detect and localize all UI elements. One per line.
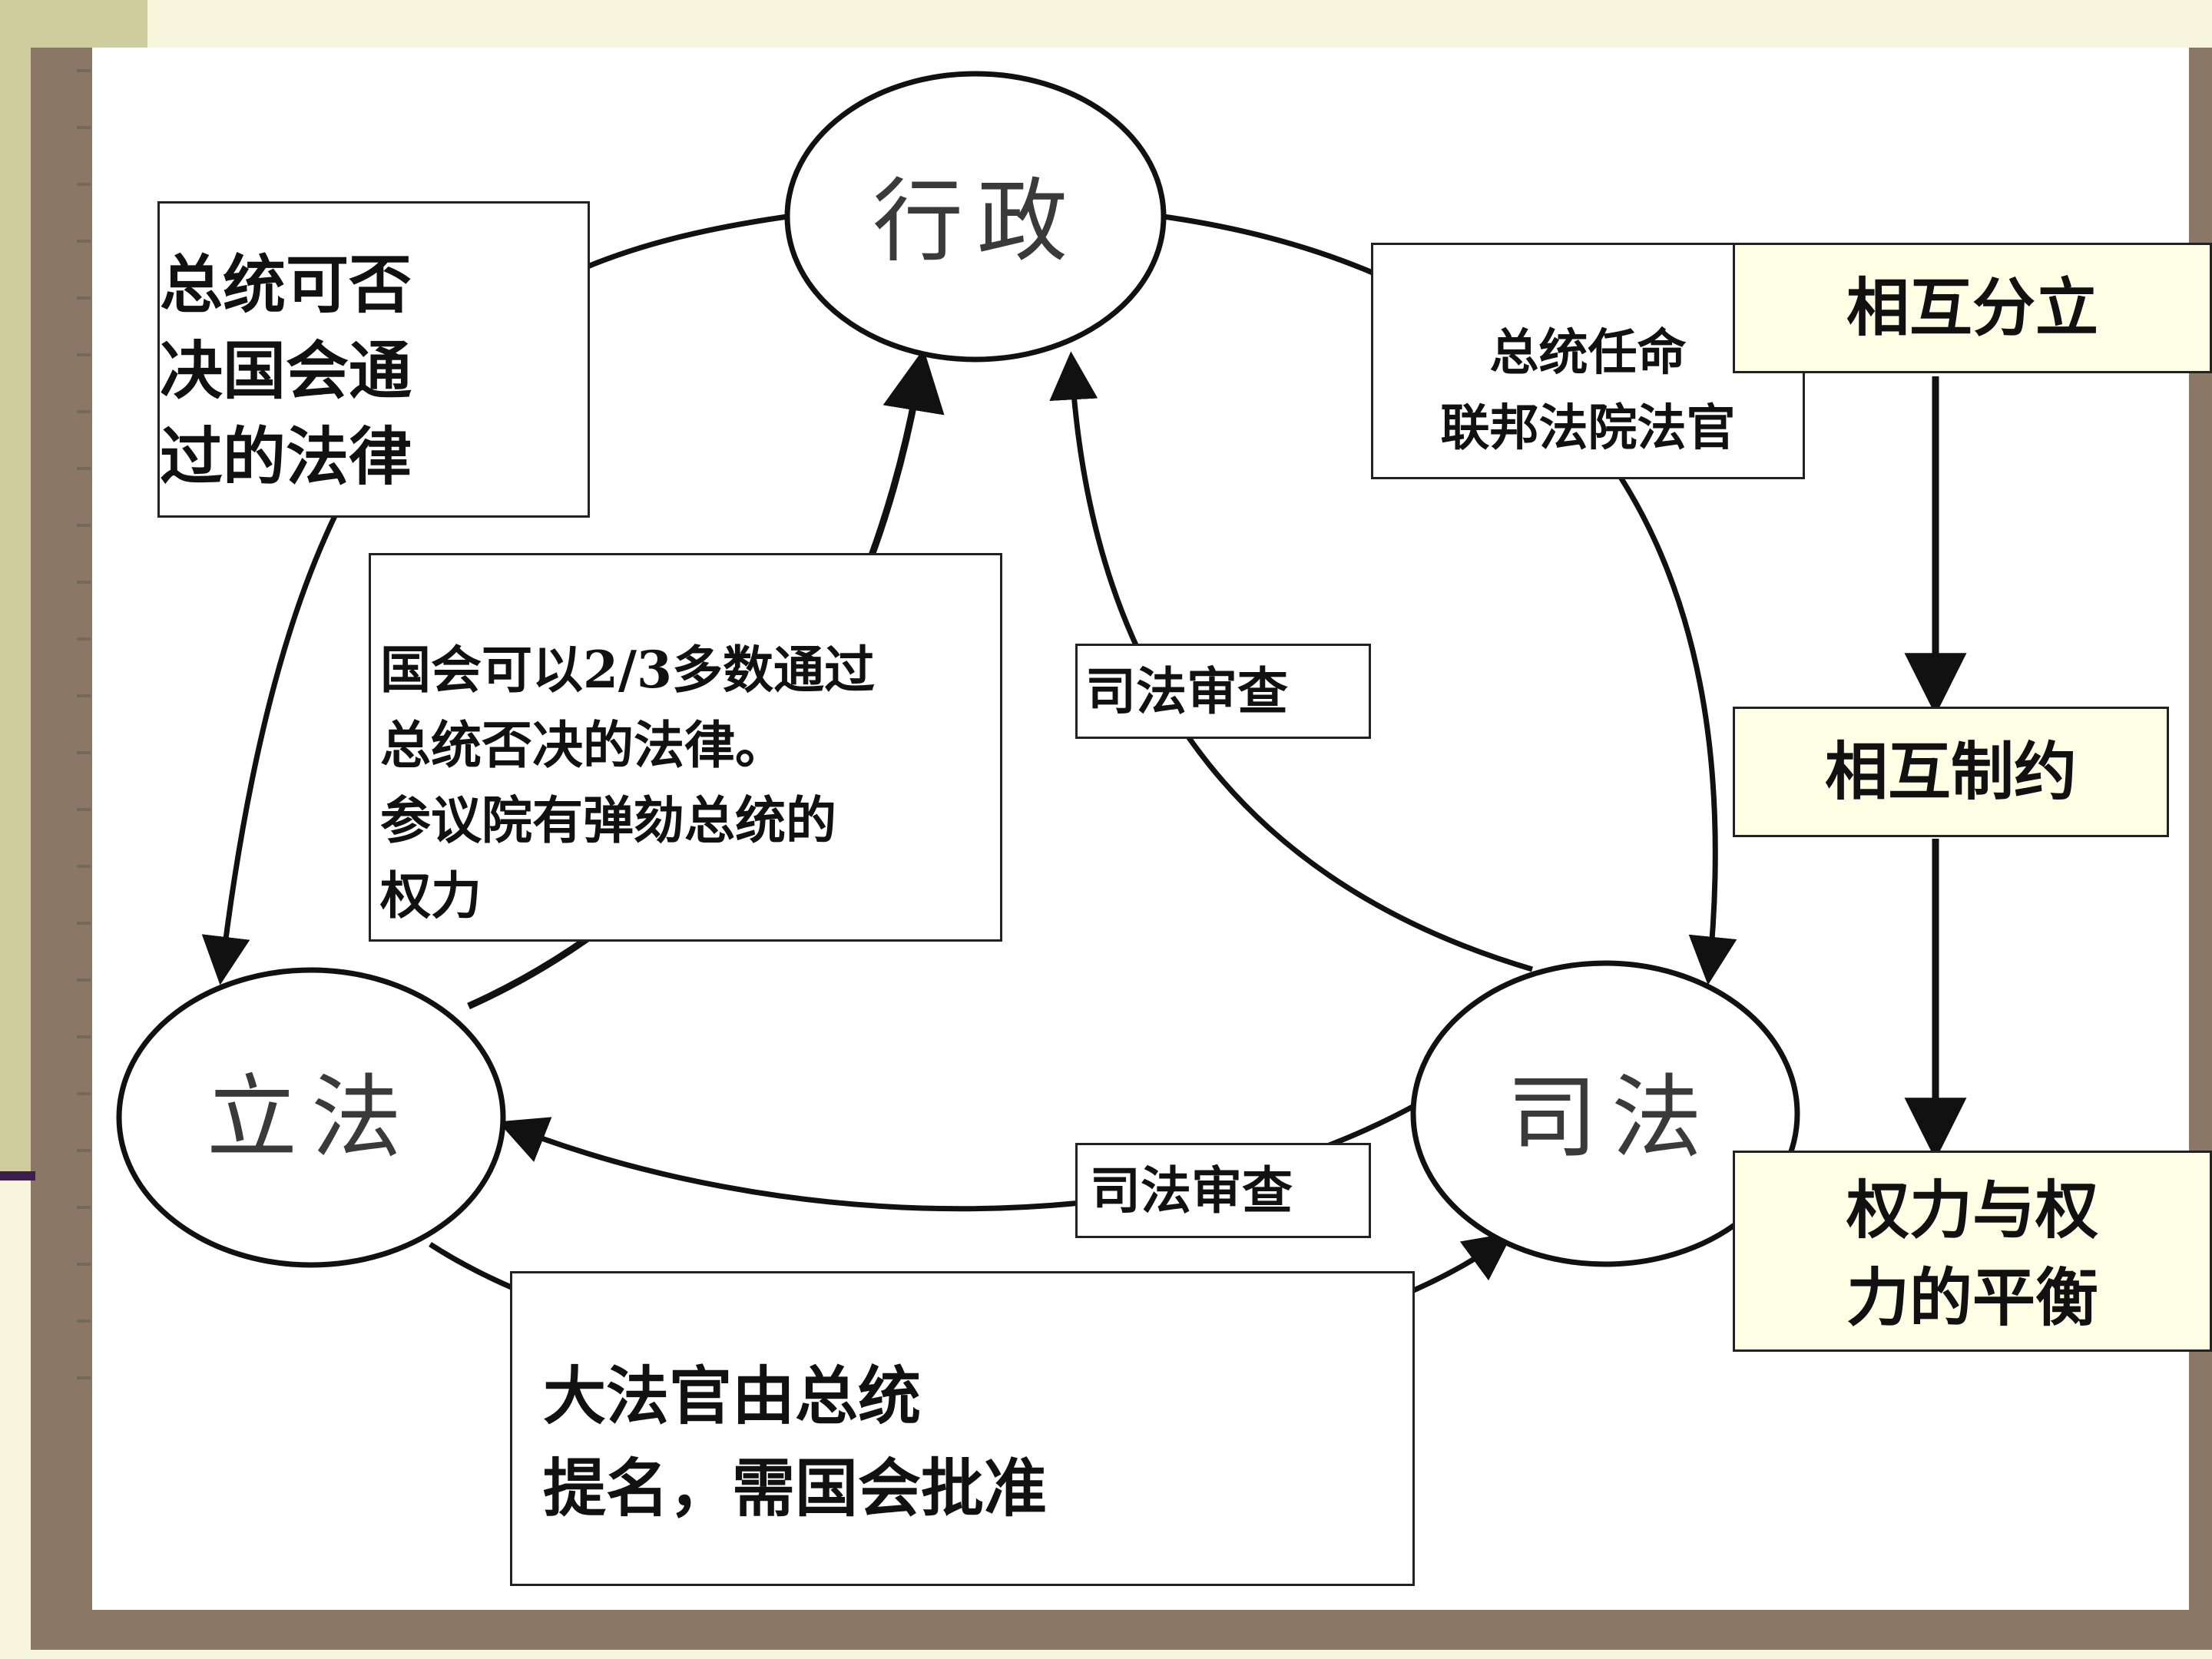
override-line: 权力 — [380, 866, 482, 926]
override-line: 国会可以2/3多数通过 — [380, 640, 875, 700]
node-legislative — [116, 967, 506, 1268]
override-box: 国会可以2/3多数通过 总统否决的法律。 参议院有弹劾总统的 权力 — [369, 553, 1002, 942]
veto-line: 总统可否 — [160, 248, 412, 322]
node-executive — [784, 71, 1167, 363]
override-line: 参议院有弹劾总统的 — [380, 790, 836, 850]
veto-box: 总统可否 决国会通 过的法律 — [157, 201, 590, 518]
nomination-line: 提名，需国会批准 — [543, 1452, 1048, 1525]
binding-ticks — [77, 69, 95, 1605]
judicial-review-leg-box: 司法审查 — [1075, 1143, 1371, 1238]
veto-line: 过的法律 — [160, 420, 412, 494]
appointment-line: 总统任命 — [1489, 324, 1687, 382]
balance-line: 权力与权 — [1846, 1174, 2098, 1247]
judicial-review-exec-box: 司法审查 — [1075, 644, 1371, 739]
appointment-box: 总统任命 联邦法院法官 — [1371, 243, 1805, 479]
flow-step-checks: 相互制约 — [1733, 707, 2169, 837]
nomination-box: 大法官由总统 提名，需国会批准 — [510, 1271, 1415, 1586]
node-judicial-label: 司法 — [1507, 1065, 1716, 1171]
appointment-line: 联邦法院法官 — [1440, 399, 1736, 457]
node-executive-label: 行政 — [873, 168, 1081, 274]
nomination-line: 大法官由总统 — [543, 1359, 922, 1433]
accent-bar — [0, 1171, 35, 1181]
balance-line: 力的平衡 — [1846, 1261, 2098, 1335]
edge-jud-to-exec — [1049, 351, 1533, 972]
flow-step-balance: 权力与权 力的平衡 — [1733, 1151, 2212, 1352]
veto-line: 决国会通 — [160, 334, 412, 408]
node-legislative-label: 立法 — [207, 1065, 416, 1171]
node-judicial — [1410, 960, 1800, 1267]
override-line: 总统否决的法律。 — [380, 715, 786, 775]
flow-step-separation: 相互分立 — [1733, 243, 2212, 373]
